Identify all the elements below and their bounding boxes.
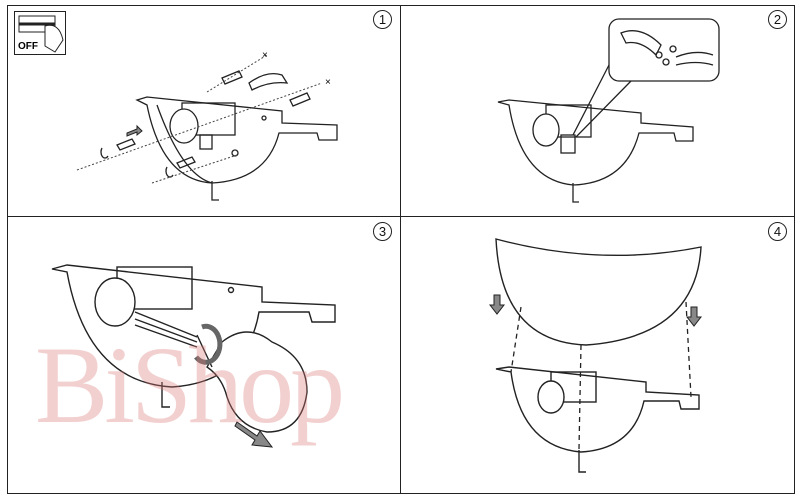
arrow-icon (234, 421, 274, 448)
step-number: 4 (768, 222, 787, 241)
arrow-down-icon (685, 306, 703, 327)
bulb-install-illustration (51, 264, 336, 448)
instruction-sheet (7, 5, 795, 494)
step-number: 2 (768, 10, 787, 29)
off-label: OFF (18, 41, 38, 52)
arrow-down-icon (488, 294, 506, 315)
step-number: 3 (373, 222, 392, 241)
svg-text:×: × (262, 50, 268, 61)
mounting-illustration: ×× (76, 50, 338, 201)
wiring-illustration (497, 18, 720, 203)
arrow-icon (126, 124, 143, 137)
svg-text:×: × (325, 77, 331, 88)
step-2-panel: 2 (401, 5, 795, 217)
power-off-icon: OFF (14, 11, 66, 55)
step-1-panel: 1 OFF ×× (7, 5, 401, 217)
step-number: 1 (373, 10, 392, 29)
step-4-panel: 4 (401, 217, 795, 494)
step-3-panel: 3 BiShop (7, 217, 401, 494)
shade-attach-illustration (488, 238, 703, 473)
rotate-arrow-icon (194, 323, 223, 365)
